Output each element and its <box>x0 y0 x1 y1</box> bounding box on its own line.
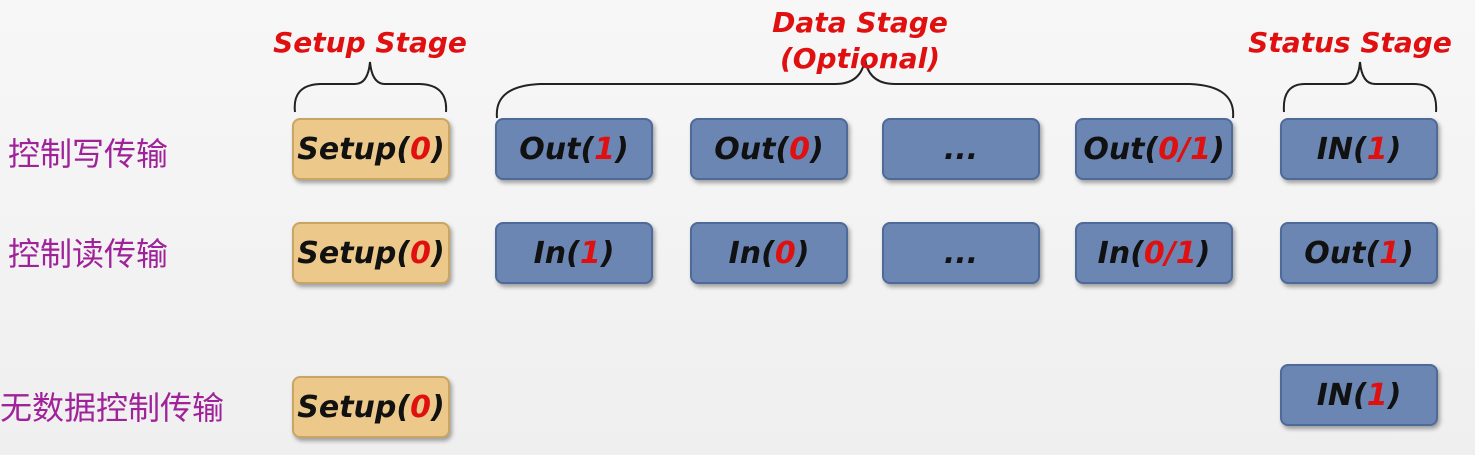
paren-close: ) <box>810 131 824 167</box>
data-packet-ellipsis: ... <box>882 222 1040 284</box>
paren-close: ) <box>1387 377 1402 413</box>
setup-stage-brace <box>293 61 448 113</box>
data-stage-brace <box>495 57 1235 119</box>
paren-close: ) <box>615 131 629 167</box>
row-label-control-read: 控制读传输 <box>8 235 169 273</box>
data-stage-optional: (Optional) <box>779 42 941 75</box>
paren-open: ( <box>761 235 775 271</box>
ellipsis: ... <box>943 235 979 271</box>
packet-name: Out <box>714 131 776 167</box>
paren-open: ( <box>396 235 411 271</box>
toggle-number: 0 <box>410 235 431 271</box>
data-packet: In (0) <box>690 222 848 284</box>
paren-close: ) <box>1210 131 1225 167</box>
packet-name: IN <box>1316 377 1353 413</box>
toggle-number: 1 <box>1366 377 1388 413</box>
toggle-number: 0/1 <box>1158 131 1211 167</box>
paren-open: ( <box>1365 235 1380 271</box>
packet-name: Out <box>519 131 581 167</box>
paren-close: ) <box>600 235 615 271</box>
packet-name: Out <box>1304 235 1366 271</box>
setup-packet: Setup(0) <box>292 222 450 284</box>
data-packet: In (0/1) <box>1075 222 1233 284</box>
packet-name: In <box>1097 235 1131 271</box>
toggle-number: 1 <box>1379 235 1401 271</box>
packet-name: IN <box>1316 131 1353 167</box>
status-stage-brace <box>1282 61 1438 113</box>
paren-close: ) <box>795 235 810 271</box>
setup-packet: Setup(0) <box>292 118 450 180</box>
status-packet: IN (1) <box>1280 364 1438 426</box>
data-packet: Out (0) <box>690 118 848 180</box>
row-label-control-write: 控制写传输 <box>8 135 169 173</box>
paren-open: ( <box>1352 377 1367 413</box>
paren-open: ( <box>580 131 595 167</box>
status-stage-title: Status Stage <box>1248 26 1452 59</box>
packet-name: Out <box>1083 131 1145 167</box>
toggle-number: 0 <box>789 131 811 167</box>
toggle-number: 1 <box>579 235 601 271</box>
toggle-number: 1 <box>594 131 616 167</box>
paren-open: ( <box>566 235 580 271</box>
data-packet: Out (0/1) <box>1075 118 1233 180</box>
packet-name: In <box>728 235 762 271</box>
paren-close: ) <box>1196 235 1211 271</box>
paren-close: ) <box>431 131 445 167</box>
paren-open: ( <box>1352 131 1367 167</box>
toggle-number: 1 <box>1366 131 1388 167</box>
toggle-number: 0 <box>410 131 431 167</box>
packet-name: Setup <box>297 235 397 271</box>
data-packet-ellipsis: ... <box>882 118 1040 180</box>
ellipsis: ... <box>943 131 979 167</box>
setup-packet: Setup(0) <box>292 376 450 438</box>
paren-close: ) <box>1387 131 1402 167</box>
packet-name: Setup <box>297 131 397 167</box>
data-packet: Out (1) <box>495 118 653 180</box>
paren-close: ) <box>431 389 445 425</box>
paren-open: ( <box>1144 131 1159 167</box>
setup-stage-title: Setup Stage <box>273 26 467 59</box>
data-packet: In (1) <box>495 222 653 284</box>
packet-name: In <box>533 235 567 271</box>
paren-close: ) <box>1400 235 1414 271</box>
paren-open: ( <box>396 389 411 425</box>
toggle-number: 0 <box>774 235 796 271</box>
paren-close: ) <box>431 235 445 271</box>
toggle-number: 0/1 <box>1143 235 1197 271</box>
paren-open: ( <box>1130 235 1144 271</box>
status-packet: IN (1) <box>1280 118 1438 180</box>
data-stage-title: Data Stage <box>772 6 948 39</box>
packet-name: Setup <box>297 389 397 425</box>
toggle-number: 0 <box>410 389 431 425</box>
row-label-no-data-control: 无数据控制传输 <box>0 389 225 427</box>
status-packet: Out (1) <box>1280 222 1438 284</box>
paren-open: ( <box>396 131 411 167</box>
paren-open: ( <box>775 131 790 167</box>
